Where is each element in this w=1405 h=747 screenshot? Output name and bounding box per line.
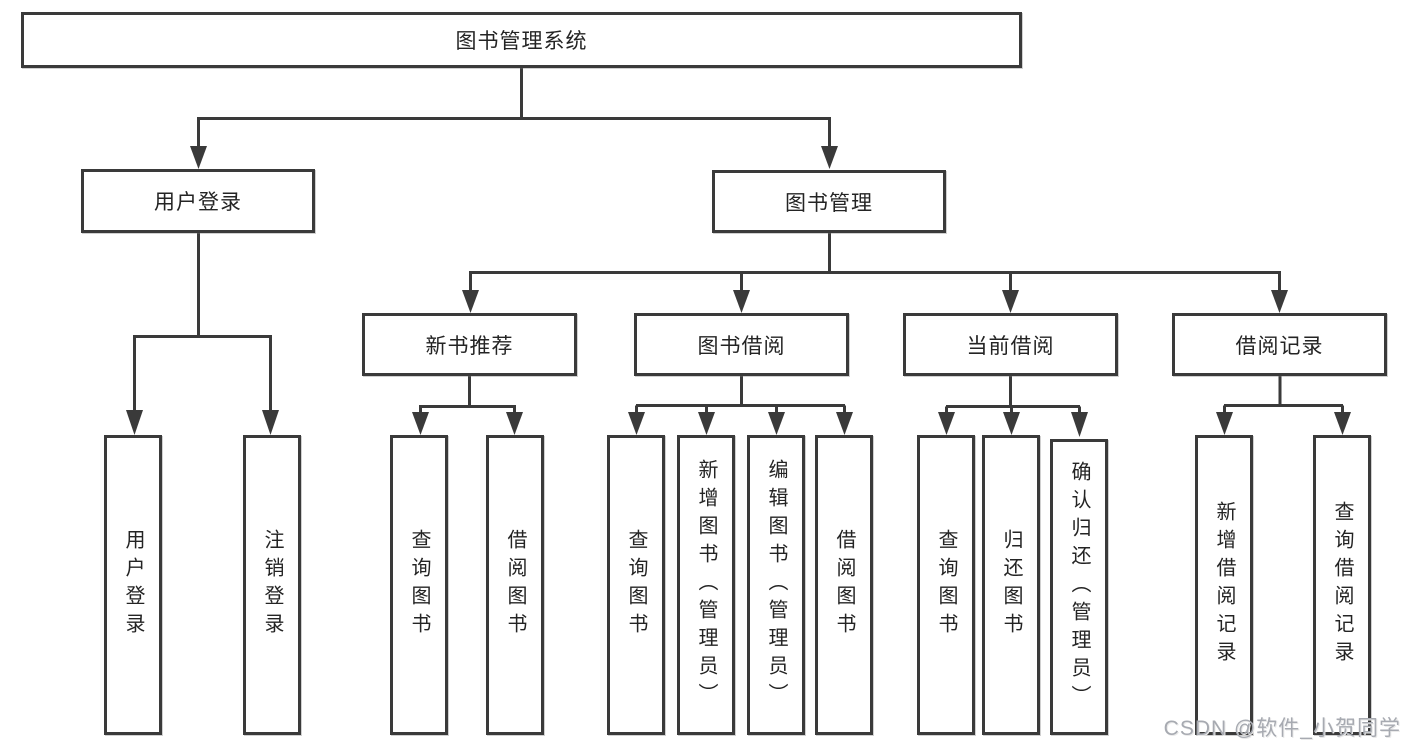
arrowhead-icons bbox=[126, 146, 1351, 437]
leaf-confirm-return-admin: 确认归还（管理员） bbox=[1050, 439, 1108, 735]
csdn-watermark: CSDN @软件_小贺同学 bbox=[1163, 717, 1401, 740]
leaf-query-books: 查询图书 bbox=[390, 435, 448, 735]
node-book-borrowing: 图书借阅 bbox=[634, 313, 849, 376]
leaf-logout: 注销登录 bbox=[243, 435, 301, 735]
node-borrowing-records: 借阅记录 bbox=[1172, 313, 1387, 376]
leaf-add-borrow-record: 新增借阅记录 bbox=[1195, 435, 1253, 735]
leaf-query-borrow-record: 查询借阅记录 bbox=[1313, 435, 1371, 735]
leaf-query-books: 查询图书 bbox=[917, 435, 975, 735]
leaf-return-books: 归还图书 bbox=[982, 435, 1040, 735]
node-new-book-recommendation: 新书推荐 bbox=[362, 313, 577, 376]
leaf-borrow-books: 借阅图书 bbox=[486, 435, 544, 735]
node-book-management: 图书管理 bbox=[712, 170, 946, 233]
node-current-borrowing: 当前借阅 bbox=[903, 313, 1118, 376]
leaf-user-login: 用户登录 bbox=[104, 435, 162, 735]
leaf-add-books-admin: 新增图书（管理员） bbox=[677, 435, 735, 735]
node-library-management-system: 图书管理系统 bbox=[21, 12, 1022, 68]
node-user-login: 用户登录 bbox=[81, 169, 315, 233]
leaf-edit-books-admin: 编辑图书（管理员） bbox=[747, 435, 805, 735]
leaf-query-books: 查询图书 bbox=[607, 435, 665, 735]
leaf-borrow-books: 借阅图书 bbox=[815, 435, 873, 735]
